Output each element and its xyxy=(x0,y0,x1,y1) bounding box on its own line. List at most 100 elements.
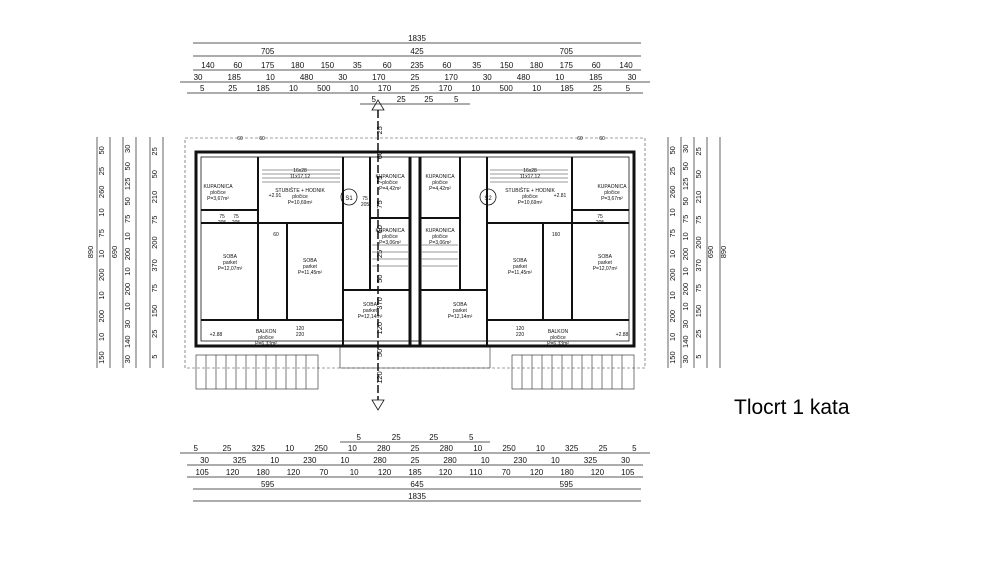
room-area: P=12,07m² xyxy=(593,266,618,272)
dimension-label: 25 xyxy=(411,73,420,82)
room-floor: pločice xyxy=(432,180,448,186)
room-floor: pločice xyxy=(292,194,308,200)
dimension-label: 120 xyxy=(375,322,384,335)
level-marker: +2.88 xyxy=(616,332,629,338)
dimension-label: 150 xyxy=(150,305,159,318)
opening-dimension: 220 xyxy=(516,332,525,338)
room-name: SOBA xyxy=(598,254,613,260)
dimension-label: 170 xyxy=(378,84,392,93)
room-area: P=12,14m² xyxy=(358,314,383,320)
dimension-label: 60 xyxy=(233,61,242,70)
dimension-label: 140 xyxy=(201,61,215,70)
dimension-label: 120 xyxy=(530,468,544,477)
dimension-label: 370 xyxy=(694,259,703,272)
dimension-label: 5 xyxy=(357,433,362,442)
dimension-label: 210 xyxy=(150,191,159,204)
dimension-label: 10 xyxy=(285,444,294,453)
opening-dimension: 205 xyxy=(361,202,370,208)
dimension-label: 25 xyxy=(429,433,438,442)
dimension-label: 200 xyxy=(97,310,106,323)
drawing-title: Tlocrt 1 kata xyxy=(734,396,850,419)
dimension-label: 10 xyxy=(97,333,106,341)
dimension-label: 30 xyxy=(123,320,132,328)
dimension-label: 60 xyxy=(442,61,451,70)
dimension-label: 5 xyxy=(372,95,377,104)
dimension-label: 180 xyxy=(560,468,574,477)
dimension-label: 180 xyxy=(530,61,544,70)
dimension-label: 10 xyxy=(270,456,279,465)
unit-label: S2 xyxy=(484,196,492,202)
dimension-label: 5 xyxy=(150,355,159,359)
room-area: P=3,67m² xyxy=(601,196,623,202)
room-name: KUPAONICA xyxy=(203,184,233,190)
stair-spec: 16x28 xyxy=(523,168,537,174)
dimension-label: 170 xyxy=(444,73,458,82)
room-area: P=3,06m² xyxy=(379,240,401,246)
dimension-label: 30 xyxy=(200,456,209,465)
dimension-label: 60 xyxy=(375,225,384,233)
room-name: SOBA xyxy=(223,254,238,260)
dimension-label: 280 xyxy=(443,456,457,465)
dimension-label: 500 xyxy=(317,84,331,93)
dimension-label: 75 xyxy=(694,284,703,292)
dimension-label: 30 xyxy=(681,145,690,153)
dimension-label: 10 xyxy=(555,73,564,82)
opening-dimension: 160 xyxy=(552,232,561,238)
room-floor: pločice xyxy=(522,194,538,200)
dimension-label: 50 xyxy=(123,197,132,205)
dimension-label: 250 xyxy=(314,444,328,453)
dimension-label: 200 xyxy=(681,283,690,296)
dimension-label: 185 xyxy=(560,84,574,93)
dimension-label: 25 xyxy=(375,126,384,134)
dimension-label: 25 xyxy=(411,444,420,453)
room-floor: pločice xyxy=(432,234,448,240)
dimension-label: 60 xyxy=(383,61,392,70)
dimension-label: 280 xyxy=(373,456,387,465)
dimension-label: 125 xyxy=(681,178,690,191)
room-area: P=3,06m² xyxy=(429,240,451,246)
dimension-label: 50 xyxy=(668,146,677,154)
dimension-label: 120 xyxy=(591,468,605,477)
room-area: P=6,33m² xyxy=(547,341,569,347)
dimension-label: 105 xyxy=(196,468,210,477)
dimension-label: 30 xyxy=(627,73,636,82)
room-area: P=10,69m² xyxy=(518,200,543,206)
dimension-label: 5 xyxy=(626,84,631,93)
building-walls xyxy=(184,99,646,411)
dimension-label: 25 xyxy=(411,84,420,93)
dimension-label: 150 xyxy=(694,305,703,318)
dimension-label: 200 xyxy=(123,248,132,261)
dimension-label: 200 xyxy=(123,283,132,296)
room-floor: pločice xyxy=(382,234,398,240)
unit-label: S1 xyxy=(345,196,353,202)
dimension-label: 10 xyxy=(536,444,545,453)
dimension-label: 25 xyxy=(97,167,106,175)
dimension-label: 260 xyxy=(97,186,106,199)
dimension-label: 185 xyxy=(408,468,422,477)
dimension-label: 50 xyxy=(150,170,159,178)
dimension-label: 30 xyxy=(123,145,132,153)
dimension-label: 30 xyxy=(621,456,630,465)
dimension-label: 200 xyxy=(681,248,690,261)
room-name: KUPAONICA xyxy=(375,174,405,180)
dimension-label: 120 xyxy=(375,371,384,384)
dimension-label: 120 xyxy=(439,468,453,477)
dimension-label: 35 xyxy=(353,61,362,70)
dimension-label: 10 xyxy=(473,444,482,453)
dimension-label: 75 xyxy=(150,216,159,224)
room-floor: pločice xyxy=(604,190,620,196)
dimension-label: 10 xyxy=(668,333,677,341)
dimension-label: 75 xyxy=(668,229,677,237)
dimension-label: 150 xyxy=(97,351,106,364)
dimension-label: 425 xyxy=(410,47,424,56)
dimension-label: 75 xyxy=(694,216,703,224)
dimension-label: 10 xyxy=(668,291,677,299)
dimension-label: 75 xyxy=(123,215,132,223)
dimension-label: 30 xyxy=(338,73,347,82)
room-name: KUPAONICA xyxy=(597,184,627,190)
dimension-label: 10 xyxy=(123,302,132,310)
dimension-label: 75 xyxy=(681,215,690,223)
room-floor: parket xyxy=(513,264,528,270)
dimension-label: 200 xyxy=(150,236,159,249)
